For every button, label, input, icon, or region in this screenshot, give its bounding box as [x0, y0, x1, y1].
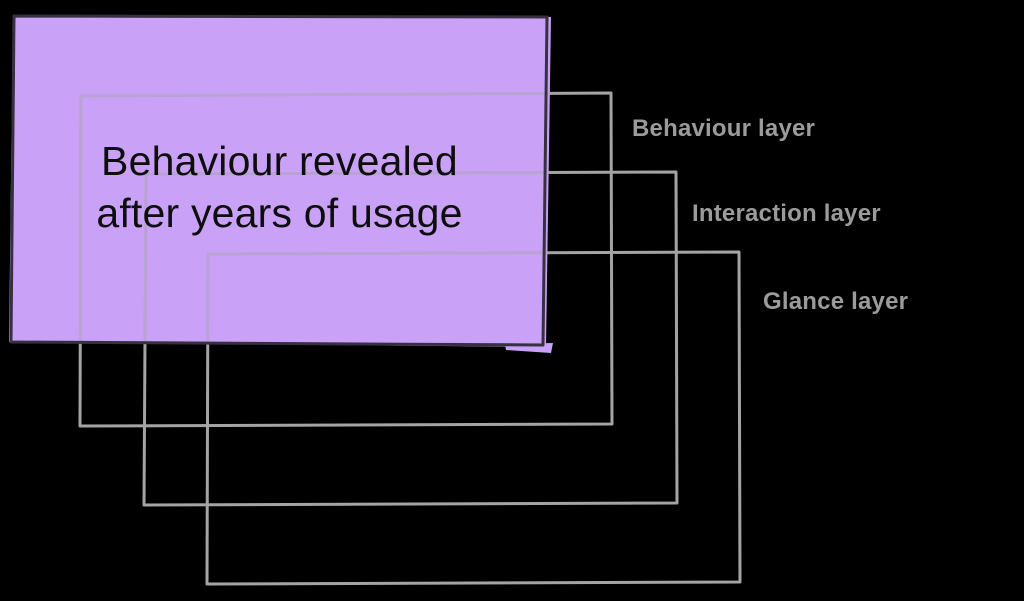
- layer-outlines-through-card: [78, 91, 551, 347]
- glance-layer-rect: [205, 250, 742, 586]
- card-border: [9, 14, 549, 347]
- card-title-line2: after years of usage: [96, 189, 463, 236]
- interaction-layer-rect-faint: [142, 170, 551, 347]
- card-fill: [9, 15, 551, 347]
- card-title: Behaviour revealed after years of usage: [13, 14, 546, 347]
- label-interaction-layer: Interaction layer: [692, 200, 881, 227]
- label-glance-layer: Glance layer: [763, 288, 909, 315]
- label-behaviour-layer: Behaviour layer: [632, 115, 816, 142]
- card-title-line1: Behaviour revealed: [101, 137, 458, 184]
- behaviour-layer-rect-faint: [78, 91, 551, 347]
